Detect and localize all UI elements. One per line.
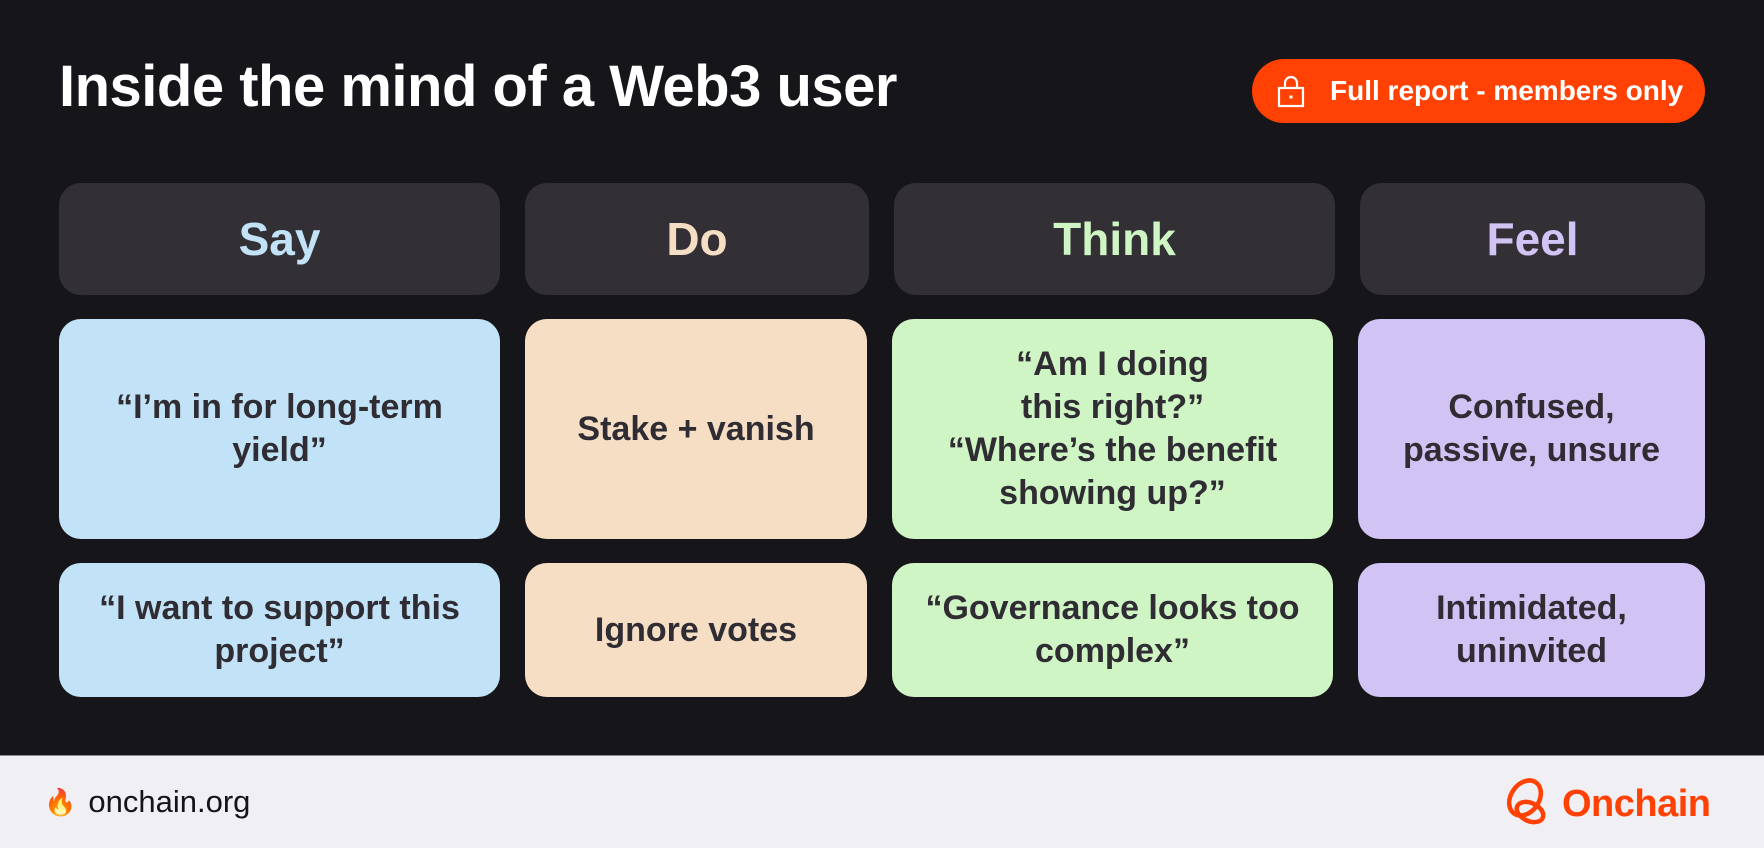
onchain-logo-icon xyxy=(1506,778,1546,825)
card-text: “I’m in for long-term yield” xyxy=(116,388,443,469)
do-card-1: Stake + vanish xyxy=(525,319,867,539)
column-header-label: Do xyxy=(666,213,728,265)
card-text: Stake + vanish xyxy=(577,409,815,448)
say-card-2: “I want to support this project” xyxy=(59,563,500,697)
card-text: “I want to support this project” xyxy=(99,589,460,670)
fire-icon: 🔥 xyxy=(44,787,77,817)
page-title: Inside the mind of a Web3 user xyxy=(59,54,897,119)
do-card-2: Ignore votes xyxy=(525,563,867,697)
site-link[interactable]: 🔥 onchain.org xyxy=(44,782,250,822)
think-card-1: “Am I doing this right?” “Where’s the be… xyxy=(892,319,1333,539)
feel-card-2: Intimidated, uninvited xyxy=(1358,563,1705,697)
card-text: “Governance looks too complex” xyxy=(925,589,1300,670)
column-header-label: Say xyxy=(238,213,321,265)
card-text: Confused, passive, unsure xyxy=(1402,388,1660,469)
lock-icon xyxy=(1277,75,1305,108)
card-text: “Am I doing this right?” “Where’s the be… xyxy=(947,345,1278,512)
column-header-say: Say xyxy=(59,183,500,295)
site-url: onchain.org xyxy=(88,784,251,819)
members-only-button[interactable]: Full report - members only xyxy=(1252,59,1705,123)
column-header-think: Think xyxy=(894,183,1335,295)
column-header-label: Think xyxy=(1053,213,1176,265)
think-card-2: “Governance looks too complex” xyxy=(892,563,1333,697)
members-only-label: Full report - members only xyxy=(1330,75,1684,106)
feel-card-1: Confused, passive, unsure xyxy=(1358,319,1705,539)
column-header-do: Do xyxy=(525,183,869,295)
say-card-1: “I’m in for long-term yield” xyxy=(59,319,500,539)
brand-logo: Onchain xyxy=(1498,776,1711,832)
column-header-feel: Feel xyxy=(1360,183,1705,295)
card-text: Ignore votes xyxy=(594,610,798,649)
column-header-label: Feel xyxy=(1486,213,1579,265)
slide-main: Inside the mind of a Web3 user Full repo… xyxy=(59,54,1705,697)
card-text: Intimidated, uninvited xyxy=(1436,589,1627,670)
brand-name: Onchain xyxy=(1562,782,1711,825)
footer: 🔥 onchain.org Onchain xyxy=(0,755,1764,848)
